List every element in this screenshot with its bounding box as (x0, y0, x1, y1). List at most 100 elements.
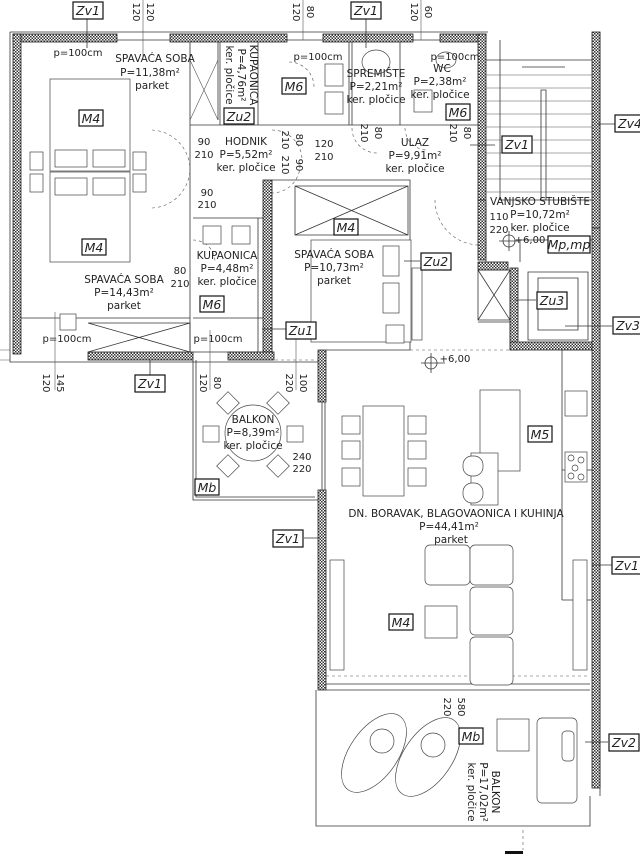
tag-m5: M5 (527, 425, 553, 443)
svg-text:Zu3: Zu3 (539, 293, 564, 308)
room-label-balcony-1: BALKON P=8,39m² ker. pločice (223, 414, 282, 452)
svg-text:SPAVAĆA SOBA: SPAVAĆA SOBA (115, 52, 195, 65)
svg-text:parket: parket (317, 275, 351, 287)
svg-text:P=5,52m²: P=5,52m² (220, 149, 273, 161)
svg-text:ULAZ: ULAZ (401, 137, 429, 149)
room-label-bedroom-3: SPAVAĆA SOBA P=10,73m² parket (294, 248, 374, 287)
svg-text:210: 210 (197, 200, 216, 211)
svg-text:Zv1: Zv1 (137, 376, 162, 391)
svg-text:Mb: Mb (462, 729, 481, 744)
svg-text:M4: M4 (337, 220, 356, 235)
svg-text:120: 120 (40, 373, 51, 392)
svg-text:P=4,48m²: P=4,48m² (201, 263, 254, 275)
tag-m4: M4 (81, 238, 107, 256)
room-label-external-stairs: VANJSKO STUBIŠTE P=10,72m² ker. pločice (490, 195, 590, 234)
svg-text:SPREMIŠTE: SPREMIŠTE (347, 67, 406, 80)
tag-m6: M6 (281, 77, 307, 95)
svg-text:ker. pločice: ker. pločice (223, 45, 235, 104)
svg-text:M4: M4 (82, 111, 101, 126)
tag-zv1: Zv1 (350, 1, 382, 20)
round-table (224, 404, 282, 462)
sink (564, 390, 588, 417)
tag-zu1: Zu1 (285, 321, 317, 340)
svg-text:90: 90 (293, 159, 304, 172)
tag-m4: M4 (388, 613, 414, 631)
svg-text:Zv1: Zv1 (75, 3, 100, 18)
tag-m6: M6 (445, 103, 471, 121)
dimensions-top: 120 120 120 80 120 60 (130, 0, 433, 60)
room-label-hallway: HODNIK P=5,52m² ker. pločice (216, 136, 275, 174)
svg-text:Zv1: Zv1 (504, 137, 529, 152)
svg-text:P=2,21m²: P=2,21m² (350, 81, 403, 93)
tag-zv4: Zv4 (614, 114, 640, 133)
svg-text:ker. pločice: ker. pločice (510, 222, 569, 234)
svg-text:Zv1: Zv1 (353, 3, 378, 18)
parapet-notes: p=100cm p=100cm p=100cm p=100cm p=100cm (42, 48, 479, 345)
svg-text:90: 90 (198, 137, 211, 148)
svg-text:60: 60 (422, 6, 433, 19)
svg-text:210: 210 (447, 123, 458, 142)
svg-text:M4: M4 (392, 615, 411, 630)
dimensions-bottom: 120 145 120 80 220 100 (40, 312, 308, 393)
svg-text:90: 90 (201, 188, 214, 199)
partitions (21, 40, 592, 691)
tag-mb: Mb (194, 478, 220, 496)
svg-text:+6,00: +6,00 (440, 354, 471, 365)
svg-text:parket: parket (434, 534, 468, 546)
svg-text:parket: parket (107, 300, 141, 312)
furniture (29, 49, 588, 804)
svg-text:P=14,43m²: P=14,43m² (94, 287, 154, 299)
level-marker: +6,00 (421, 353, 470, 373)
svg-text:120: 120 (290, 2, 301, 21)
svg-text:p=100cm: p=100cm (193, 334, 242, 345)
svg-text:ker. pločice: ker. pločice (216, 162, 275, 174)
room-label-bedroom-1: SPAVAĆA SOBA P=11,38m² parket (115, 52, 195, 92)
svg-text:p=100cm: p=100cm (430, 52, 479, 63)
svg-text:P=11,38m²: P=11,38m² (120, 67, 180, 79)
svg-text:Zv1: Zv1 (614, 558, 639, 573)
svg-text:Zv2: Zv2 (611, 735, 636, 750)
tag-m4: M4 (78, 109, 104, 127)
room-label-entrance: ULAZ P=9,91m² ker. pločice (385, 137, 444, 175)
svg-text:parket: parket (135, 80, 169, 92)
door-swings (151, 61, 481, 263)
svg-text:p=100cm: p=100cm (42, 334, 91, 345)
room-label-wc: WC P=2,38m² ker. pločice (410, 63, 469, 101)
svg-text:p=100cm: p=100cm (53, 48, 102, 59)
room-label-balcony-2: BALKON P=17,02m² ker. pločice (465, 762, 501, 822)
svg-text:Zv1: Zv1 (275, 531, 300, 546)
svg-text:KUPAONICA: KUPAONICA (247, 45, 259, 106)
svg-text:ker. pločice: ker. pločice (385, 163, 444, 175)
svg-text:110: 110 (489, 212, 508, 223)
tag-zv1: Zv1 (272, 529, 304, 548)
svg-text:80: 80 (174, 266, 187, 277)
svg-text:WC: WC (433, 63, 451, 75)
svg-text:ker. pločice: ker. pločice (223, 440, 282, 452)
svg-text:ker. pločice: ker. pločice (465, 762, 477, 821)
svg-text:Mp,mp: Mp,mp (548, 237, 591, 252)
svg-text:145: 145 (54, 373, 65, 392)
dining-table (362, 405, 405, 497)
svg-text:P=44,41m²: P=44,41m² (419, 521, 479, 533)
svg-text:210: 210 (314, 152, 333, 163)
svg-text:+6,00: +6,00 (515, 235, 546, 246)
svg-text:KUPAONICA: KUPAONICA (197, 250, 258, 262)
svg-text:80: 80 (304, 6, 315, 19)
svg-text:120: 120 (130, 2, 141, 21)
svg-text:Zu2: Zu2 (226, 109, 251, 124)
svg-text:220: 220 (283, 373, 294, 392)
svg-text:M6: M6 (203, 297, 222, 312)
svg-text:120: 120 (314, 139, 333, 150)
svg-text:SPAVAĆA SOBA: SPAVAĆA SOBA (294, 248, 374, 261)
svg-text:210: 210 (358, 123, 369, 142)
svg-text:P=2,38m²: P=2,38m² (414, 76, 467, 88)
svg-text:80: 80 (372, 127, 383, 140)
svg-text:P=10,73m²: P=10,73m² (304, 262, 364, 274)
svg-text:120: 120 (144, 2, 155, 21)
dimensions-doors: 90 210 210 80 210 90 120 210 210 80 210 … (170, 123, 508, 716)
tag-leaders (86, 18, 615, 743)
svg-text:220: 220 (292, 464, 311, 475)
svg-text:100: 100 (297, 373, 308, 392)
room-label-bedroom-2: SPAVAĆA SOBA P=14,43m² parket (84, 273, 164, 312)
